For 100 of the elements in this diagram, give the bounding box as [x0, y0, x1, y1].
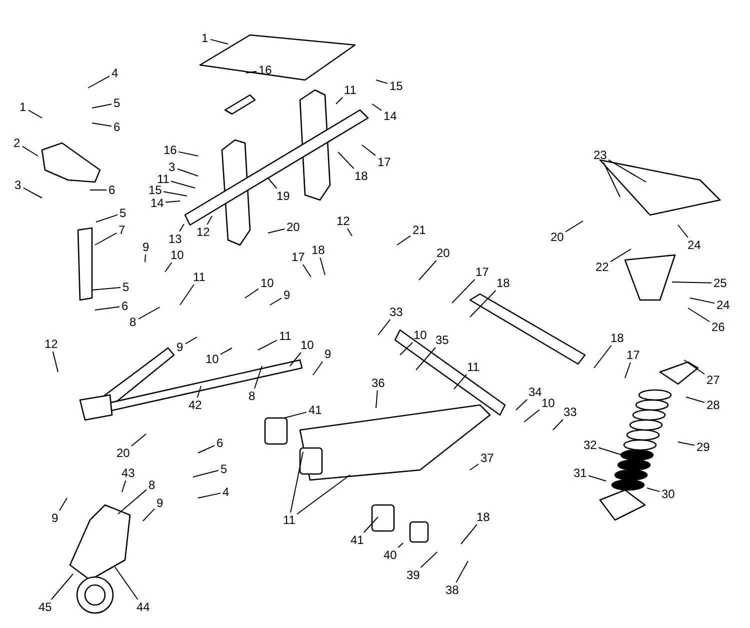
callout-number: 24	[716, 298, 731, 312]
leader-line	[396, 235, 411, 246]
callout-number: 31	[572, 466, 588, 480]
leader-line	[131, 434, 146, 446]
callout-number: 11	[278, 330, 292, 342]
callout-number: 29	[696, 440, 711, 454]
callout-number: 34	[528, 386, 543, 398]
callout-number: 6	[120, 300, 130, 312]
callout-number: 39	[406, 568, 421, 582]
leader-line	[418, 260, 437, 280]
callout-number: 20	[286, 220, 301, 234]
leader-line	[516, 399, 528, 410]
leader-line	[302, 264, 312, 278]
callout-number: 10	[412, 328, 428, 342]
callout-number: 9	[50, 512, 60, 524]
callout-number: 3	[14, 178, 22, 192]
callout-number: 18	[496, 276, 511, 290]
callout-number: 18	[354, 170, 369, 182]
callout-number: 18	[476, 510, 491, 524]
leader-line	[594, 345, 612, 368]
callout-number: 10	[300, 338, 315, 352]
leader-line	[565, 220, 584, 232]
leader-line	[118, 489, 147, 514]
callout-number: 33	[388, 306, 404, 318]
callout-number: 24	[686, 238, 702, 252]
callout-number: 15	[388, 80, 404, 92]
callout-number: 12	[336, 214, 351, 228]
callout-number: 32	[582, 438, 598, 452]
leader-line	[376, 390, 378, 408]
leader-line	[210, 38, 228, 44]
leader-line	[92, 104, 112, 108]
callout-number: 21	[412, 224, 427, 236]
leader-line	[336, 97, 343, 104]
callout-number: 16	[162, 144, 178, 156]
leader-line	[22, 146, 38, 156]
leader-line	[290, 452, 304, 513]
leader-line	[270, 298, 282, 306]
leader-line	[338, 152, 354, 169]
callout-number: 11	[343, 84, 358, 96]
leader-line	[624, 362, 631, 378]
callout-number: 6	[108, 184, 116, 196]
leader-line	[372, 104, 382, 111]
callout-number: 11	[282, 514, 296, 526]
leader-line	[180, 284, 194, 306]
callout-number: 42	[188, 398, 203, 412]
leader-line	[192, 470, 219, 478]
leader-line	[552, 419, 564, 430]
leader-line	[196, 386, 202, 398]
callout-number: 41	[308, 404, 323, 416]
leader-line	[678, 442, 695, 446]
callout-number: 1	[200, 32, 210, 44]
callout-number: 23	[592, 148, 608, 162]
leader-line	[363, 516, 378, 533]
callout-number: 36	[370, 376, 386, 390]
callout-number: 33	[562, 406, 578, 418]
leader-line	[646, 488, 660, 492]
callout-number: 10	[204, 352, 220, 366]
leader-line	[246, 70, 257, 74]
callout-number: 2	[12, 136, 22, 150]
callout-number: 45	[38, 600, 53, 614]
callout-number: 11	[156, 172, 170, 186]
callout-number: 3	[168, 160, 176, 174]
callout-number: 5	[122, 280, 130, 294]
callout-number: 9	[176, 340, 184, 354]
leader-line	[268, 178, 278, 189]
callout-number: 17	[626, 348, 641, 362]
callout-number: 26	[710, 320, 726, 334]
leader-line	[312, 361, 324, 376]
leader-line	[524, 409, 540, 422]
callout-number: 8	[148, 478, 156, 492]
leader-line	[170, 180, 196, 188]
callout-number: 22	[594, 260, 610, 274]
leader-line	[678, 224, 688, 238]
leader-line	[284, 412, 307, 418]
callout-number: 20	[436, 246, 451, 260]
leader-line	[684, 360, 705, 375]
callout-number: 9	[142, 240, 150, 254]
callout-number: 10	[260, 276, 275, 290]
callout-number: 25	[712, 276, 728, 290]
leader-line	[23, 187, 42, 198]
callout-number: 4	[222, 486, 230, 498]
leader-line	[470, 464, 479, 470]
callout-number: 27	[706, 374, 721, 386]
callout-number: 11	[192, 270, 206, 284]
callout-number: 8	[248, 390, 256, 402]
leader-line	[142, 508, 155, 522]
leader-line	[254, 366, 262, 389]
leader-line	[258, 340, 278, 350]
leader-line	[92, 286, 121, 290]
leader-line	[163, 191, 188, 196]
callout-number: 14	[382, 110, 398, 122]
leader-line	[347, 228, 352, 236]
leader-line	[398, 542, 404, 548]
leader-line	[460, 524, 478, 544]
leader-line	[179, 224, 184, 232]
callout-number: 6	[216, 436, 224, 450]
callout-number: 7	[118, 224, 126, 236]
leader-line	[454, 374, 468, 390]
callout-number: 41	[350, 534, 365, 546]
callout-number: 12	[196, 226, 211, 238]
